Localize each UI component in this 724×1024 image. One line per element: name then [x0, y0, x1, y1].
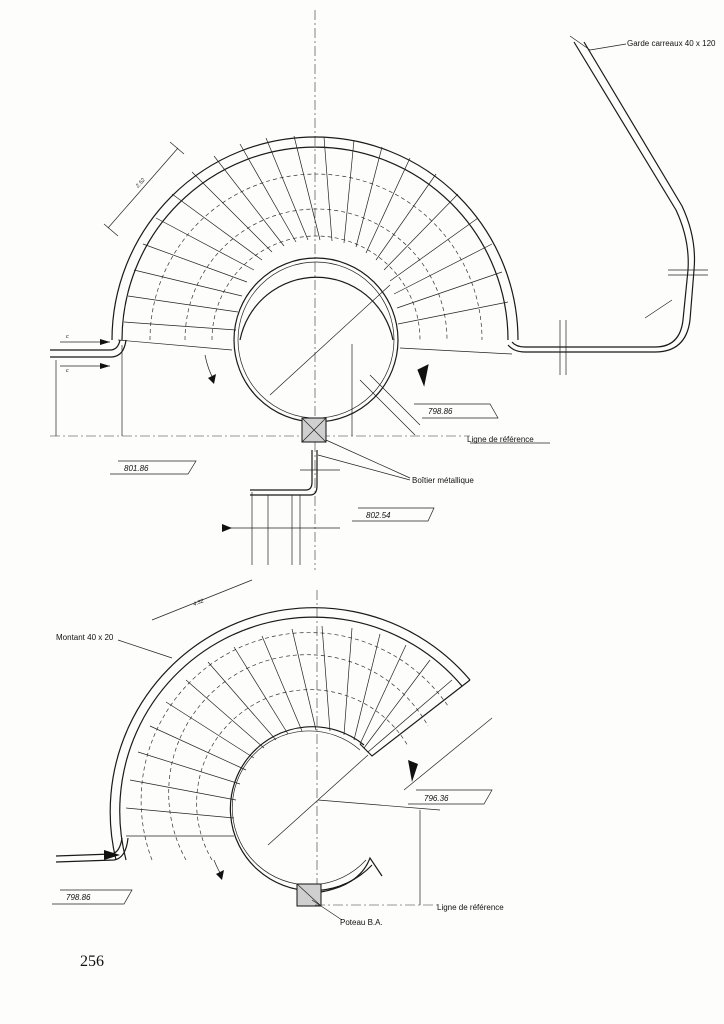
- svg-text:798.86: 798.86: [66, 893, 91, 902]
- top-garde-rail: [511, 41, 689, 348]
- top-outer-stringer-inner: [121, 146, 509, 341]
- top-landing-right: [399, 347, 513, 355]
- svg-text:802.54: 802.54: [366, 511, 391, 520]
- svg-text:796.36: 796.36: [424, 794, 449, 803]
- poteau-label: Poteau B.A.: [340, 918, 383, 927]
- svg-text:798.86: 798.86: [428, 407, 453, 416]
- top-treads: [123, 135, 509, 331]
- top-well-inner: [237, 261, 395, 419]
- top-walkline-outer: [149, 173, 483, 341]
- page-number: 256: [80, 953, 104, 970]
- top-level-801: 801.86: [110, 460, 197, 475]
- top-level-802: 802.54: [352, 507, 435, 522]
- top-left-landing-rail: [50, 339, 121, 351]
- bottom-level-796: 796.36: [408, 789, 493, 805]
- top-walkline-mid: [184, 208, 448, 341]
- montant-label: Montant 40 x 20: [56, 633, 114, 642]
- boitier-label: Boîtier métallique: [412, 476, 474, 485]
- top-c-lower: c: [66, 368, 69, 374]
- top-garde-rail-2: [507, 41, 696, 353]
- garde-carreaux-label: Garde carreaux 40 x 120: [627, 39, 716, 48]
- top-length-dim: 2.52: [134, 177, 146, 190]
- top-level-798: 798.86: [414, 403, 499, 419]
- bottom-outer-stringer: [109, 607, 471, 861]
- top-left-landing-rail-2: [50, 339, 127, 358]
- svg-text:801.86: 801.86: [124, 464, 149, 473]
- top-c-upper: c: [66, 334, 69, 340]
- top-inner-stringer: [239, 276, 394, 341]
- top-stair-well: [233, 257, 399, 423]
- top-outer-stringer: [111, 136, 519, 341]
- bottom-reference-label: Ligne de référence: [437, 903, 504, 912]
- bottom-treads: [125, 625, 453, 837]
- top-walkline-inner: [211, 235, 421, 341]
- bottom-level-798: 798.86: [52, 889, 133, 905]
- top-diameter-line: [269, 284, 391, 396]
- top-staircase-plan: c c 2.52: [50, 10, 708, 570]
- top-landing-left: [117, 339, 233, 351]
- bottom-length-dim: 4.32: [193, 598, 205, 608]
- bottom-staircase-plan: 4.32: [55, 579, 493, 907]
- top-lower-section: [250, 450, 313, 491]
- bottom-stair-well: [229, 726, 373, 892]
- top-reference-label: Ligne de référence: [467, 435, 534, 444]
